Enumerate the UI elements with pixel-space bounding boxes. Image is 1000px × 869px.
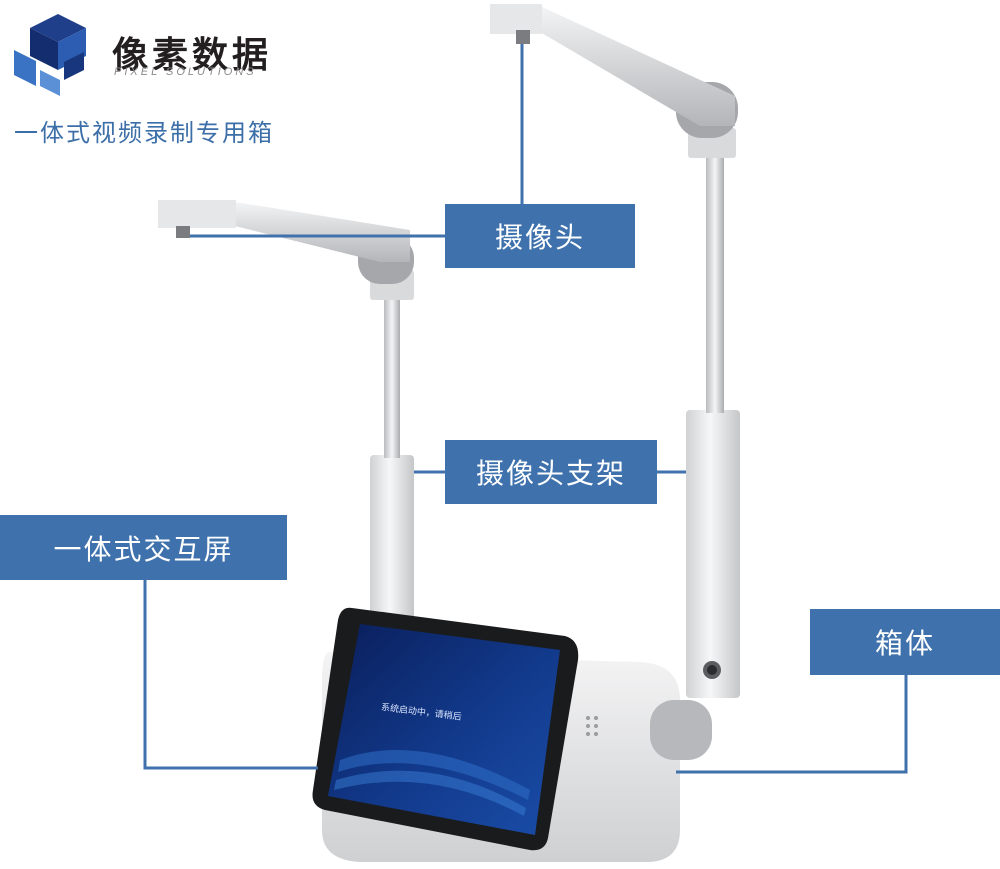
callout-box: 箱体 <box>810 609 1000 675</box>
callout-screen: 一体式交互屏 <box>0 515 287 580</box>
callout-camera-stand: 摄像头支架 <box>445 440 657 504</box>
brand-name: 像素数据 <box>112 35 273 76</box>
leader-box <box>676 675 908 774</box>
brand-tagline: PIXEL SOLUTIONS <box>114 66 257 78</box>
leader-screen <box>143 580 318 770</box>
callout-camera: 摄像头 <box>445 204 635 268</box>
interactive-screen <box>312 607 579 851</box>
product-title: 一体式视频录制专用箱 <box>14 119 274 147</box>
left-camera-stand <box>158 200 414 625</box>
logo-cube-icon <box>14 14 86 96</box>
right-camera-stand <box>490 4 740 698</box>
leader-lines <box>143 44 908 774</box>
